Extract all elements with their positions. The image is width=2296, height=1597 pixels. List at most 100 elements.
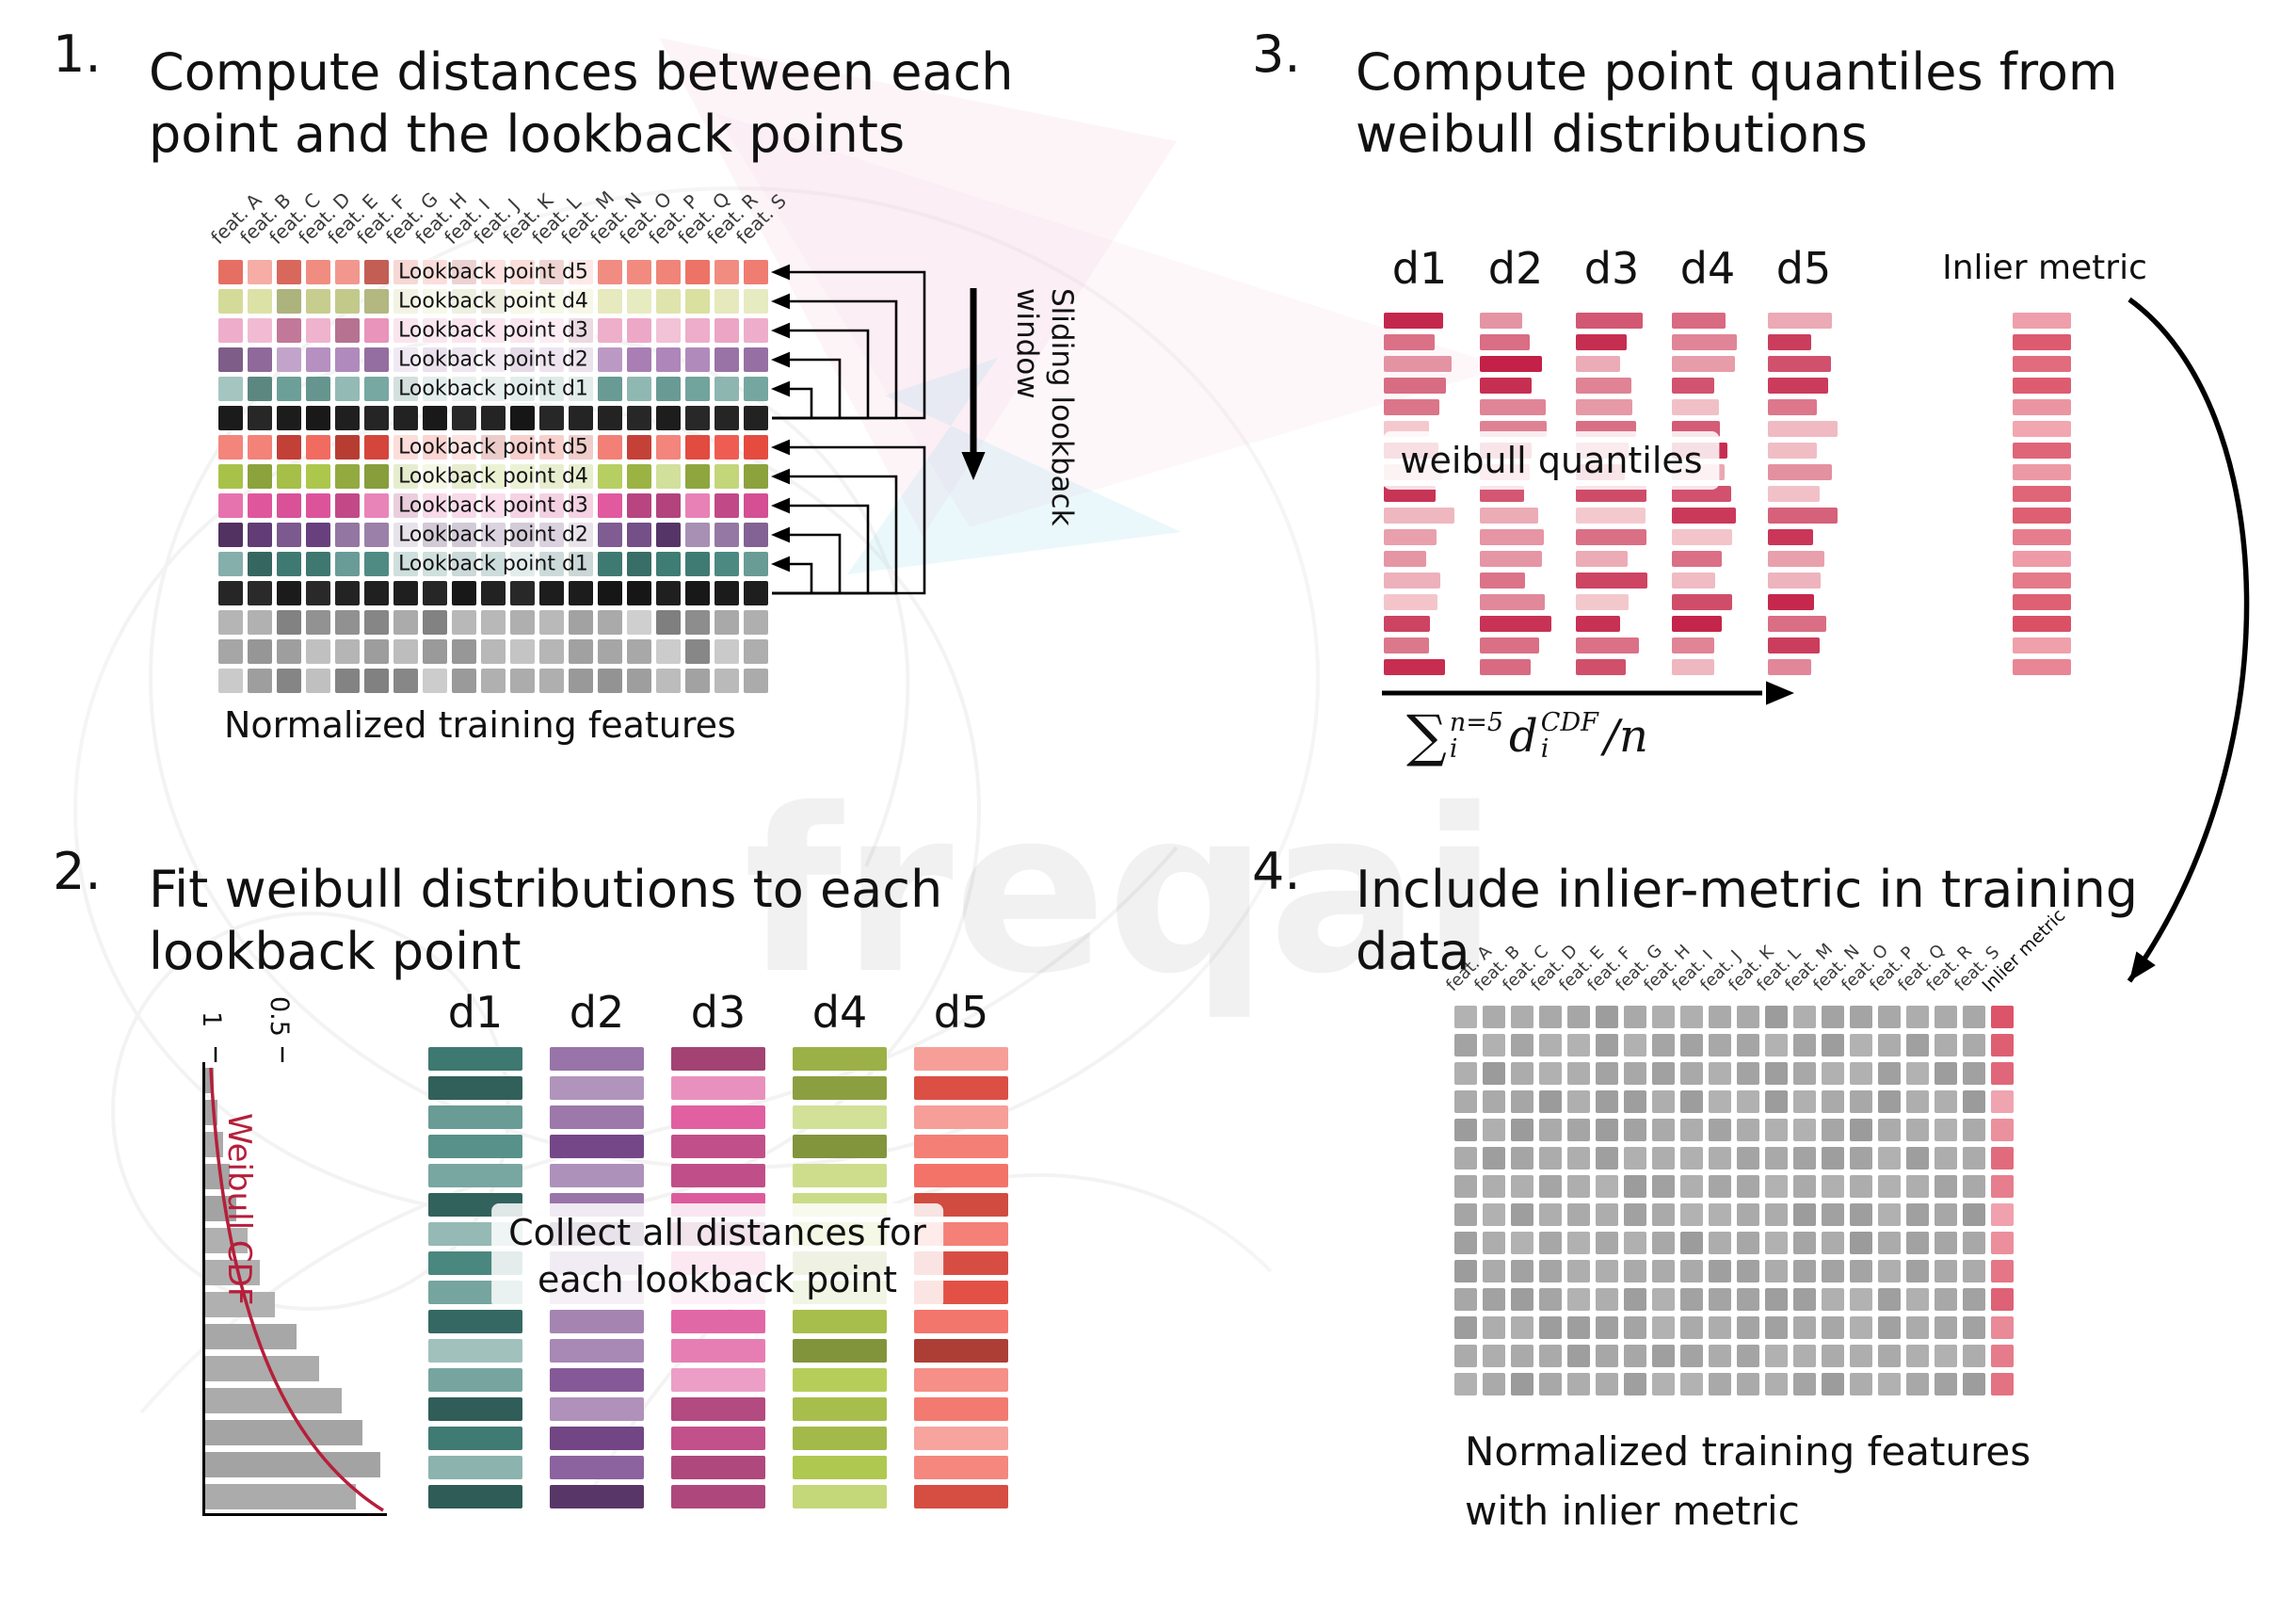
grid-cell bbox=[1765, 1062, 1788, 1085]
grid-cell bbox=[1624, 1232, 1646, 1254]
feature-cell bbox=[335, 523, 360, 547]
grid-cell bbox=[1596, 1260, 1618, 1282]
grid-cell bbox=[1483, 1119, 1505, 1141]
inlier-bar bbox=[2013, 313, 2071, 329]
feature-cell bbox=[598, 639, 622, 664]
grid-cell bbox=[1737, 1260, 1759, 1282]
grid-cell bbox=[1878, 1147, 1901, 1170]
feature-cell bbox=[569, 406, 593, 430]
feature-cell bbox=[335, 260, 360, 284]
feature-cell bbox=[685, 581, 710, 605]
feature-cell bbox=[364, 289, 389, 314]
grid-cell bbox=[1991, 1260, 2014, 1282]
feature-row bbox=[218, 610, 768, 635]
feature-cell bbox=[248, 435, 272, 460]
grid-cell bbox=[1765, 1345, 1788, 1367]
inlier-bar bbox=[2013, 486, 2071, 502]
quantile-bar bbox=[1768, 594, 1814, 610]
feature-row: Lookback point d2 bbox=[218, 347, 768, 373]
grid-cell bbox=[1596, 1288, 1618, 1311]
grid-cell bbox=[1680, 1373, 1703, 1395]
formula-sigma: ∑ bbox=[1406, 703, 1447, 769]
feature-cell bbox=[364, 260, 389, 284]
quantile-bar bbox=[1480, 529, 1544, 545]
feature-cell bbox=[510, 406, 535, 430]
grid-cell bbox=[1737, 1147, 1759, 1170]
grid-cell bbox=[1596, 1175, 1618, 1198]
quantile-bar bbox=[1576, 313, 1643, 329]
training-row bbox=[1454, 1175, 2014, 1198]
grid-cell bbox=[1511, 1288, 1533, 1311]
distance-bar bbox=[428, 1397, 522, 1421]
distance-bar bbox=[914, 1310, 1008, 1333]
grid-cell bbox=[1737, 1232, 1759, 1254]
feature-cell bbox=[685, 669, 710, 693]
distance-bar bbox=[793, 1339, 887, 1363]
distance-bar bbox=[914, 1368, 1008, 1392]
feature-row: Lookback point d3 bbox=[218, 492, 768, 519]
distance-bar bbox=[428, 1076, 522, 1100]
grid-cell bbox=[1567, 1232, 1590, 1254]
lookback-row-label: Lookback point d3 bbox=[391, 317, 596, 344]
feature-cell bbox=[714, 464, 739, 489]
grid-cell bbox=[1737, 1373, 1759, 1395]
quantile-bar bbox=[1576, 378, 1631, 394]
feature-cell bbox=[598, 260, 622, 284]
feature-cell bbox=[423, 581, 447, 605]
feature-cell bbox=[744, 493, 768, 518]
grid-cell bbox=[1906, 1345, 1929, 1367]
inlier-bar bbox=[2013, 637, 2071, 653]
grid-cell bbox=[1822, 1090, 1844, 1113]
feature-cell bbox=[656, 610, 681, 635]
distance-column-header: d4 bbox=[811, 987, 868, 1038]
feature-cell bbox=[335, 464, 360, 489]
training-row bbox=[1454, 1316, 2014, 1339]
feature-cell bbox=[481, 581, 506, 605]
feature-cell bbox=[627, 552, 651, 576]
quantile-bar bbox=[1768, 529, 1813, 545]
grid-cell bbox=[1991, 1175, 2014, 1198]
feature-cell bbox=[627, 289, 651, 314]
distance-bar bbox=[793, 1135, 887, 1158]
feature-cell bbox=[423, 406, 447, 430]
grid-cell bbox=[1850, 1062, 1872, 1085]
feature-cell bbox=[598, 523, 622, 547]
grid-cell bbox=[1963, 1288, 1985, 1311]
feature-cell bbox=[248, 377, 272, 401]
panel1-caption: Normalized training features bbox=[224, 704, 736, 746]
grid-cell bbox=[1454, 1345, 1477, 1367]
distance-bar bbox=[914, 1456, 1008, 1479]
quantile-bar bbox=[1384, 637, 1429, 653]
feature-cell bbox=[248, 552, 272, 576]
grid-cell bbox=[1680, 1147, 1703, 1170]
grid-cell bbox=[1511, 1373, 1533, 1395]
distance-column-header: d2 bbox=[569, 987, 625, 1038]
grid-cell bbox=[1624, 1062, 1646, 1085]
grid-cell bbox=[1765, 1288, 1788, 1311]
feature-cell bbox=[510, 639, 535, 664]
quantile-bar bbox=[1768, 508, 1838, 524]
grid-cell bbox=[1454, 1147, 1477, 1170]
histogram-bar bbox=[205, 1388, 342, 1413]
feature-cell bbox=[481, 669, 506, 693]
feature-cell bbox=[539, 406, 564, 430]
grid-cell bbox=[1822, 1006, 1844, 1028]
grid-cell bbox=[1991, 1373, 2014, 1395]
feature-cell bbox=[364, 552, 389, 576]
grid-cell bbox=[1680, 1090, 1703, 1113]
grid-cell bbox=[1596, 1034, 1618, 1057]
distance-bar bbox=[550, 1310, 644, 1333]
feature-cell bbox=[598, 493, 622, 518]
feature-cell bbox=[685, 406, 710, 430]
feature-cell bbox=[335, 610, 360, 635]
quantile-bar bbox=[1768, 464, 1832, 480]
grid-cell bbox=[1680, 1175, 1703, 1198]
grid-cell bbox=[1596, 1316, 1618, 1339]
grid-cell bbox=[1511, 1175, 1533, 1198]
training-row bbox=[1454, 1203, 2014, 1226]
feature-cell bbox=[744, 610, 768, 635]
quantile-bar bbox=[1672, 529, 1732, 545]
grid-cell bbox=[1765, 1232, 1788, 1254]
grid-cell bbox=[1850, 1232, 1872, 1254]
grid-cell bbox=[1878, 1288, 1901, 1311]
